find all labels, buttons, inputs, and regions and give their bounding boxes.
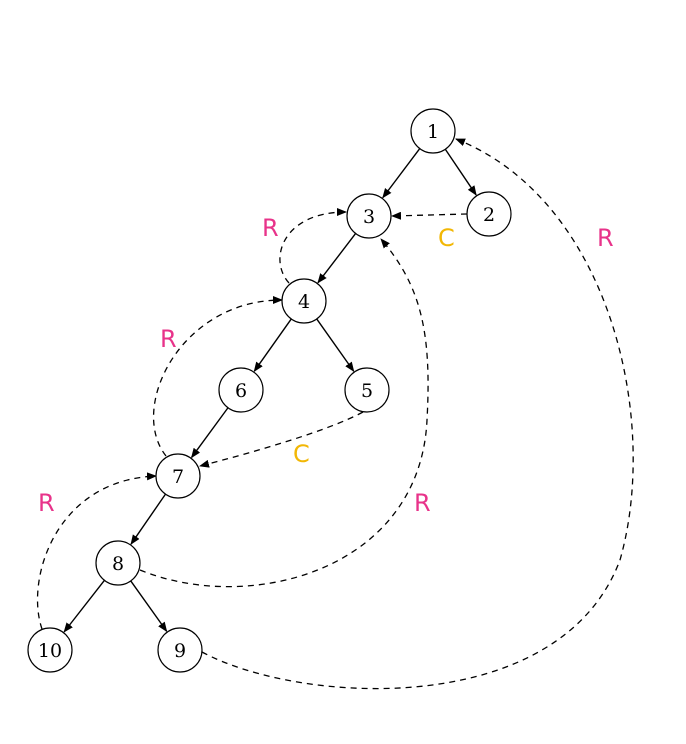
tree-edge-3-4 xyxy=(317,233,357,284)
tree-edge-4-6 xyxy=(253,318,292,373)
node-label-8: 8 xyxy=(112,553,124,575)
node-10: 10 xyxy=(27,627,73,673)
node-circle-4 xyxy=(281,278,327,324)
dashed-edge-9-1 xyxy=(201,138,634,690)
dashed-edge-7-4 xyxy=(152,296,283,457)
edge-label-7-4: R xyxy=(160,325,177,353)
node-7: 7 xyxy=(155,453,201,499)
node-1: 1 xyxy=(410,108,456,154)
tree-edge-6-7 xyxy=(191,407,229,459)
dashed-edge-2-3 xyxy=(391,211,468,220)
node-circle-6 xyxy=(218,367,264,413)
node-circle-10 xyxy=(27,627,73,673)
edge-label-10-7: R xyxy=(38,489,55,517)
tree-edge-7-8 xyxy=(130,493,167,545)
edge-labels: C R R C R R R xyxy=(38,214,614,517)
node-label-3: 3 xyxy=(363,206,375,228)
node-circle-9 xyxy=(157,627,203,673)
node-6: 6 xyxy=(218,367,264,413)
dashed-edges xyxy=(36,138,634,690)
tree-edges xyxy=(63,148,477,633)
edge-label-8-3: R xyxy=(414,489,431,517)
tree-edge-8-10 xyxy=(63,579,106,633)
tree-edge-1-2 xyxy=(444,148,477,196)
node-circle-2 xyxy=(466,191,512,237)
node-8: 8 xyxy=(95,540,141,586)
node-circle-3 xyxy=(346,193,392,239)
node-label-7: 7 xyxy=(172,466,184,488)
edge-label-9-1: R xyxy=(597,224,614,252)
node-2: 2 xyxy=(466,191,512,237)
dashed-edge-10-7 xyxy=(36,472,157,630)
node-4: 4 xyxy=(281,278,327,324)
node-9: 9 xyxy=(157,627,203,673)
tree-edge-4-5 xyxy=(316,318,355,373)
tree-edge-1-3 xyxy=(382,148,421,199)
node-circle-7 xyxy=(155,453,201,499)
node-label-10: 10 xyxy=(38,640,62,662)
node-circle-1 xyxy=(410,108,456,154)
dashed-edge-5-7 xyxy=(199,411,364,468)
node-label-2: 2 xyxy=(483,204,495,226)
node-5: 5 xyxy=(344,367,390,413)
tree-edge-8-9 xyxy=(130,580,168,633)
node-label-5: 5 xyxy=(361,380,373,402)
edge-label-4-3: R xyxy=(262,214,279,242)
node-label-6: 6 xyxy=(235,380,247,402)
node-3: 3 xyxy=(346,193,392,239)
node-label-1: 1 xyxy=(427,121,439,143)
nodes: 1 2 3 4 5 6 7 8 9 10 xyxy=(27,108,512,673)
edge-label-2-3: C xyxy=(438,224,455,252)
dashed-edge-8-3 xyxy=(139,238,429,588)
node-label-4: 4 xyxy=(298,291,310,313)
node-label-9: 9 xyxy=(174,640,186,662)
node-circle-5 xyxy=(344,367,390,413)
node-circle-8 xyxy=(95,540,141,586)
edge-label-5-7: C xyxy=(293,440,310,468)
dashed-edge-4-3 xyxy=(279,208,347,284)
